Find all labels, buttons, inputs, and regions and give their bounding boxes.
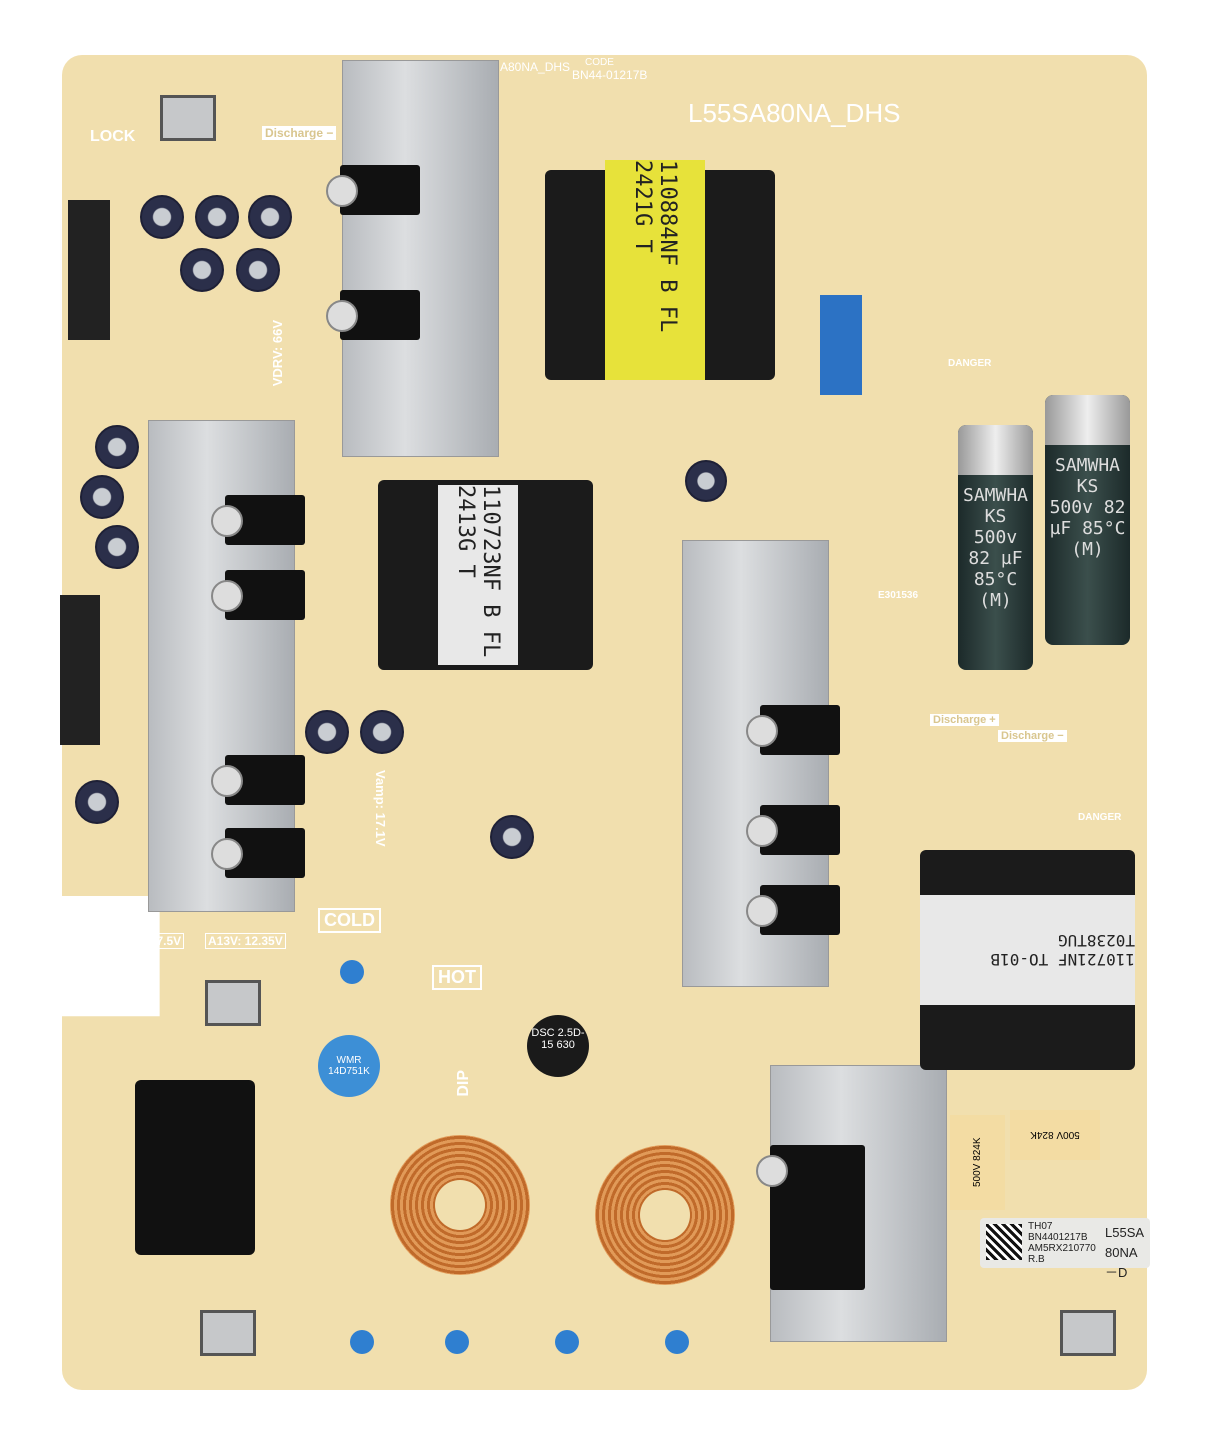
stby-label: STBY: 7.5V (115, 933, 185, 949)
transistor (326, 290, 420, 340)
transistor (211, 570, 305, 620)
sticker-text: AM5RX210770 (1028, 1243, 1096, 1254)
transistor (211, 495, 305, 545)
danger-label: DANGER (1078, 812, 1122, 823)
capacitor (95, 425, 139, 469)
transistor (326, 165, 420, 215)
ul-file-label: E301536 (878, 590, 919, 601)
sticker-text: TH07 (1028, 1221, 1053, 1232)
transistor (211, 755, 305, 805)
a13v-label: A13V: 12.35V (205, 933, 286, 949)
ceramic-capacitor (665, 1330, 689, 1354)
capacitor (305, 710, 349, 754)
transistor (746, 805, 840, 855)
cold-label: COLD (318, 908, 381, 933)
capacitor (95, 525, 139, 569)
common-mode-choke (390, 1135, 530, 1275)
capacitor (490, 815, 534, 859)
transistor (746, 885, 840, 935)
capacitor (685, 460, 727, 502)
ceramic-capacitor (555, 1330, 579, 1354)
discharge-minus-label: Discharge − (998, 730, 1067, 742)
ceramic-capacitor (445, 1330, 469, 1354)
capacitor (195, 195, 239, 239)
capacitor (360, 710, 404, 754)
model-sticker: TH07 BN4401217B AM5RX210770 R.B L55SA 80… (980, 1218, 1150, 1280)
ceramic-capacitor (340, 960, 364, 984)
capacitor (80, 475, 124, 519)
transistor (746, 705, 840, 755)
capacitor (75, 780, 119, 824)
danger-label: DANGER (948, 358, 992, 369)
bridge-rectifier (756, 1145, 865, 1290)
ac-inlet-connector (135, 1080, 255, 1255)
lock-label: LOCK (90, 128, 136, 145)
connector (60, 595, 100, 745)
capacitor (180, 248, 224, 292)
capacitor (140, 195, 184, 239)
pfc-inductor: 110721NF TO-01B T0238TUG (920, 850, 1135, 1070)
varistor: WMR 14D751K (318, 1035, 380, 1097)
mounting-clip (205, 980, 261, 1026)
vdrv-label: VDRV: 66V (270, 320, 285, 387)
discharge-plus-label: Discharge + (930, 714, 999, 726)
ntc-thermistor: DSC 2.5D-15 630 (527, 1015, 589, 1077)
discharge-label: Discharge − (262, 126, 337, 140)
connector (68, 200, 110, 340)
code-value: BN44-01217B (572, 68, 648, 82)
sticker-model: L55SA (1105, 1225, 1145, 1240)
qr-code-icon (986, 1224, 1022, 1260)
transistor (211, 828, 305, 878)
model-title: L55SA80NA_DHS (688, 98, 901, 128)
sticker-text: BN4401217B (1028, 1232, 1088, 1243)
model-header: A80NA_DHS (500, 60, 571, 74)
capacitor (248, 195, 292, 239)
heatsink (342, 60, 499, 457)
mounting-clip (160, 95, 216, 141)
film-capacitor: 500V 824K (950, 1115, 1005, 1210)
dip-label: DIP (455, 1070, 472, 1097)
sticker-model: 80NA－D (1105, 1245, 1138, 1280)
code-header: CODE (585, 57, 614, 68)
mounting-clip (200, 1310, 256, 1356)
film-capacitor: 500V 824K (1010, 1110, 1100, 1160)
hot-label: HOT (432, 965, 482, 990)
sticker-text: R.B (1028, 1254, 1045, 1265)
vamp-label: Vamp: 17.1V (373, 770, 388, 847)
standby-transformer: 110723NF B FL 2413G T (378, 480, 593, 670)
main-transformer: 110884NF B FL 2421G T (545, 160, 775, 380)
mounting-clip (1060, 1310, 1116, 1356)
ceramic-capacitor (350, 1330, 374, 1354)
common-mode-choke (595, 1145, 735, 1285)
capacitor (236, 248, 280, 292)
x-capacitor (820, 295, 862, 395)
